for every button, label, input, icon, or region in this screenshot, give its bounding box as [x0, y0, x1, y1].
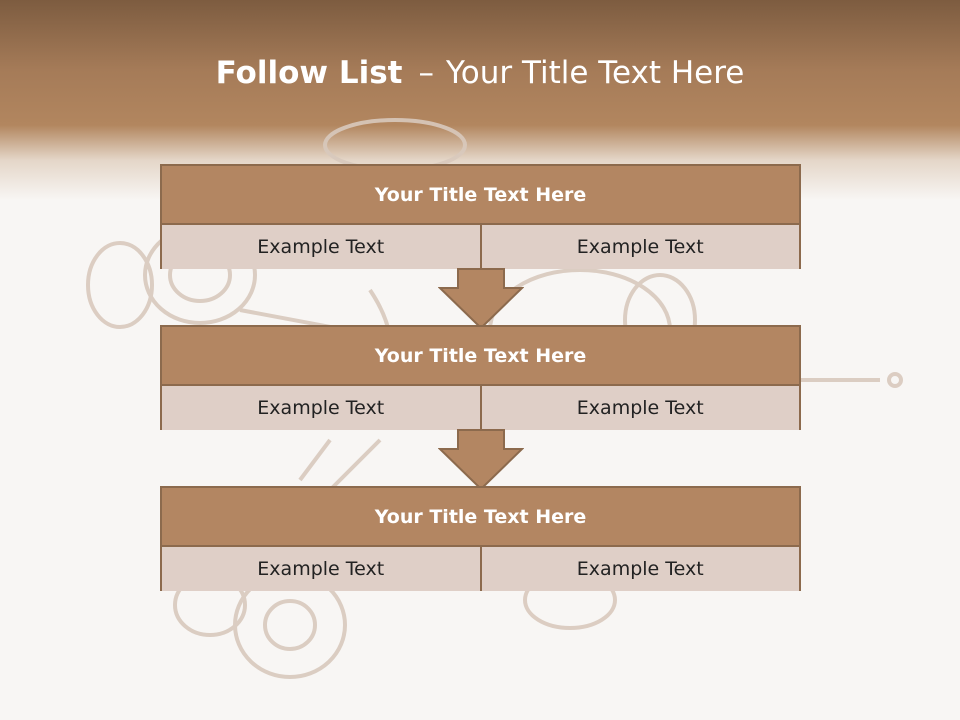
block-cell-right: Example Text: [479, 547, 799, 591]
down-arrow-icon: [438, 429, 524, 491]
block-row: Example Text Example Text: [162, 547, 799, 591]
list-block-2: Your Title Text Here Example Text Exampl…: [160, 325, 801, 430]
block-title: Your Title Text Here: [162, 488, 799, 547]
block-cell-left: Example Text: [162, 225, 480, 269]
slide-title: Follow List–Your Title Text Here: [0, 55, 960, 91]
list-block-3: Your Title Text Here Example Text Exampl…: [160, 486, 801, 591]
block-row: Example Text Example Text: [162, 225, 799, 269]
block-cell-left: Example Text: [162, 386, 480, 430]
block-cell-right: Example Text: [479, 225, 799, 269]
block-cell-right: Example Text: [479, 386, 799, 430]
title-main: Follow List: [215, 55, 403, 91]
block-cell-left: Example Text: [162, 547, 480, 591]
block-title: Your Title Text Here: [162, 327, 799, 386]
block-title: Your Title Text Here: [162, 166, 799, 225]
title-subtitle: Your Title Text Here: [445, 55, 745, 91]
down-arrow-icon: [438, 268, 524, 330]
list-block-1: Your Title Text Here Example Text Exampl…: [160, 164, 801, 269]
block-row: Example Text Example Text: [162, 386, 799, 430]
title-separator: –: [418, 55, 434, 91]
